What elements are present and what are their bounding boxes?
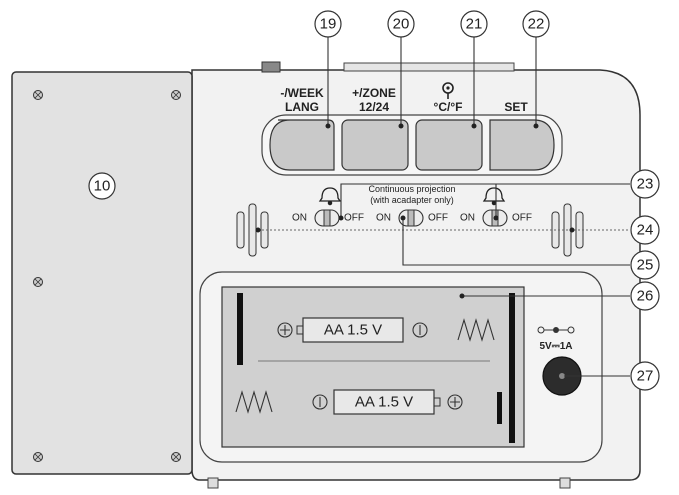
dc-polarity-icon bbox=[537, 326, 575, 334]
button-label: °C/°F bbox=[434, 100, 463, 114]
battery-slot-bottom: AA 1.5 V bbox=[235, 389, 463, 415]
callout-leader bbox=[402, 218, 630, 266]
callout-27: 27 bbox=[630, 361, 660, 391]
button-label: LANG bbox=[285, 100, 319, 114]
callout-23: 23 bbox=[630, 169, 660, 199]
battery-contact bbox=[497, 392, 502, 424]
callout-19: 19 bbox=[314, 10, 342, 38]
battery-slot-top: AA 1.5 V bbox=[277, 317, 495, 343]
switch-on-label: ON bbox=[460, 213, 475, 224]
alarm-bell-icon bbox=[482, 187, 506, 206]
callout-dot bbox=[459, 293, 465, 299]
alarm1-switch[interactable]: ON OFF bbox=[292, 209, 364, 227]
svg-text:10: 10 bbox=[94, 178, 111, 195]
battery-label: AA 1.5 V bbox=[324, 322, 382, 339]
projector-icon bbox=[442, 82, 454, 99]
callout-25: 25 bbox=[630, 250, 660, 280]
switch-on-label: ON bbox=[292, 213, 307, 224]
set-button[interactable] bbox=[489, 119, 555, 171]
button-label: +/ZONE bbox=[352, 86, 396, 100]
svg-text:21: 21 bbox=[466, 16, 483, 33]
svg-text:19: 19 bbox=[320, 16, 337, 33]
temp-unit-button[interactable] bbox=[415, 119, 483, 171]
battery-contact bbox=[509, 293, 515, 443]
svg-text:27: 27 bbox=[637, 368, 654, 385]
svg-text:26: 26 bbox=[637, 288, 654, 305]
svg-text:23: 23 bbox=[637, 176, 654, 193]
callout-dot bbox=[569, 227, 575, 233]
callout-dot bbox=[400, 215, 406, 221]
switch-off-label: OFF bbox=[512, 213, 532, 224]
svg-text:24: 24 bbox=[637, 222, 654, 239]
screw-icon bbox=[33, 452, 43, 462]
button-callouts bbox=[327, 37, 537, 126]
speaker-grille-left bbox=[236, 203, 269, 257]
callout-dot bbox=[255, 227, 261, 233]
battery-tray bbox=[221, 286, 525, 448]
projection-switch[interactable]: ON OFF bbox=[376, 209, 448, 227]
callout-dot bbox=[493, 215, 499, 221]
alarm-bell-icon bbox=[318, 187, 342, 206]
spring-icon bbox=[457, 318, 495, 342]
svg-text:22: 22 bbox=[528, 16, 545, 33]
spring-icon bbox=[235, 390, 273, 414]
svg-text:25: 25 bbox=[637, 257, 654, 274]
screw-icon bbox=[171, 452, 181, 462]
callout-dot bbox=[338, 215, 344, 221]
button-label: -/WEEK bbox=[280, 86, 324, 100]
plus-icon bbox=[277, 322, 293, 338]
zone-button[interactable] bbox=[341, 119, 409, 171]
svg-text:20: 20 bbox=[393, 16, 410, 33]
plus-icon bbox=[447, 394, 463, 410]
screw-icon bbox=[171, 90, 181, 100]
button-label: 12/24 bbox=[359, 100, 389, 114]
switch-off-label: OFF bbox=[428, 213, 448, 224]
side-cover bbox=[11, 71, 193, 475]
screw-icon bbox=[33, 90, 43, 100]
callout-26: 26 bbox=[630, 281, 660, 311]
power-rating: 5V⎓1A bbox=[540, 341, 573, 352]
callout-20: 20 bbox=[387, 10, 415, 38]
button-label: SET bbox=[504, 100, 528, 114]
screw-icon bbox=[33, 277, 43, 287]
callout-22: 22 bbox=[522, 10, 550, 38]
battery-contact bbox=[237, 293, 243, 365]
callout-10: 10 bbox=[88, 172, 116, 200]
battery-label: AA 1.5 V bbox=[355, 394, 413, 411]
projection-label: (with acadapter only) bbox=[370, 195, 454, 205]
button-panel: -/WEEK LANG +/ZONE 12/24 °C/°F SET bbox=[261, 82, 563, 176]
callout-24: 24 bbox=[630, 215, 660, 245]
minus-icon bbox=[312, 394, 328, 410]
callout-21: 21 bbox=[460, 10, 488, 38]
callout-leader bbox=[340, 183, 630, 218]
projection-label: Continuous projection bbox=[368, 184, 455, 194]
week-lang-button[interactable] bbox=[269, 119, 335, 171]
dc-jack-pin bbox=[559, 373, 565, 379]
switch-on-label: ON bbox=[376, 213, 391, 224]
minus-icon bbox=[412, 322, 428, 338]
callout-dot bbox=[325, 123, 539, 129]
switch-off-label: OFF bbox=[344, 213, 364, 224]
